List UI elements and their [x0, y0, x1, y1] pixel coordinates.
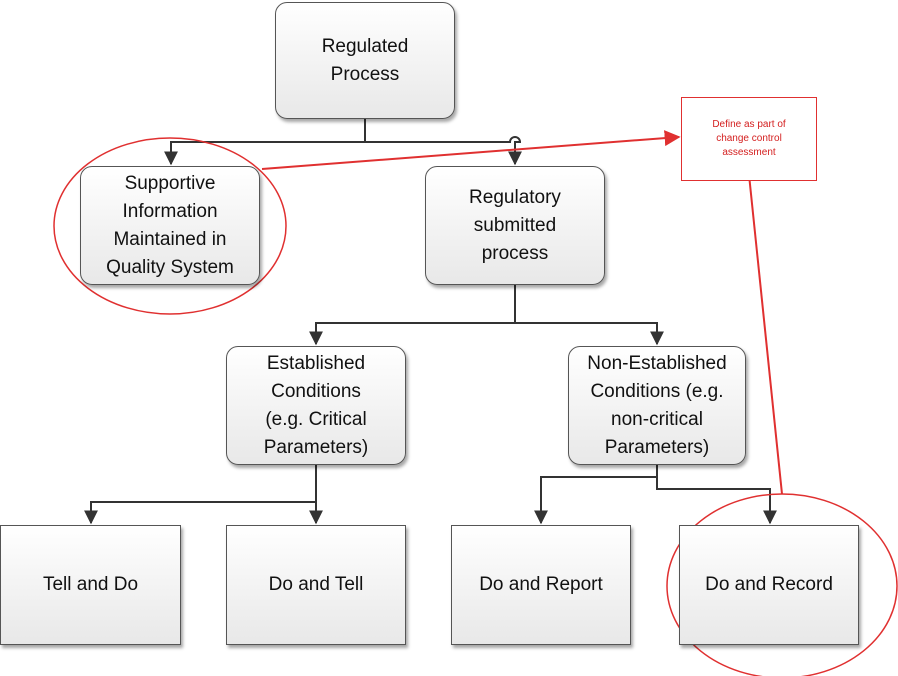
connector-submitted-to-nonestablished: [515, 322, 664, 346]
node-do-and-report: Do and Report: [451, 525, 631, 645]
node-do-and-record: Do and Record: [679, 525, 859, 645]
red-arrow-dorecord-to-note: [741, 163, 783, 495]
connector-nonestablished-to-dorecord: [656, 477, 777, 525]
connector-submitted-to-established: [309, 322, 515, 346]
red-arrow-supportive-to-note: [261, 130, 681, 170]
annotation-note: Define as part of change control assessm…: [681, 97, 817, 181]
highlight-ellipse-supportive: [53, 137, 287, 315]
connector-regulated-to-supportive: [164, 141, 365, 166]
connector-nonestablished-to-doreport: [534, 465, 658, 525]
node-supportive-information: Supportive Information Maintained in Qua…: [80, 166, 260, 285]
connector-established-to-telldo: [84, 501, 316, 525]
node-tell-and-do: Tell and Do: [0, 525, 181, 645]
node-non-established-conditions: Non-Established Conditions (e.g. non-cri…: [568, 346, 746, 465]
connector-regulated-to-submitted: [365, 136, 522, 164]
node-regulated-process: Regulated Process: [275, 2, 455, 119]
node-do-and-tell: Do and Tell: [226, 525, 406, 645]
node-established-conditions: Established Conditions (e.g. Critical Pa…: [226, 346, 406, 465]
node-regulatory-submitted-process: Regulatory submitted process: [425, 166, 605, 285]
